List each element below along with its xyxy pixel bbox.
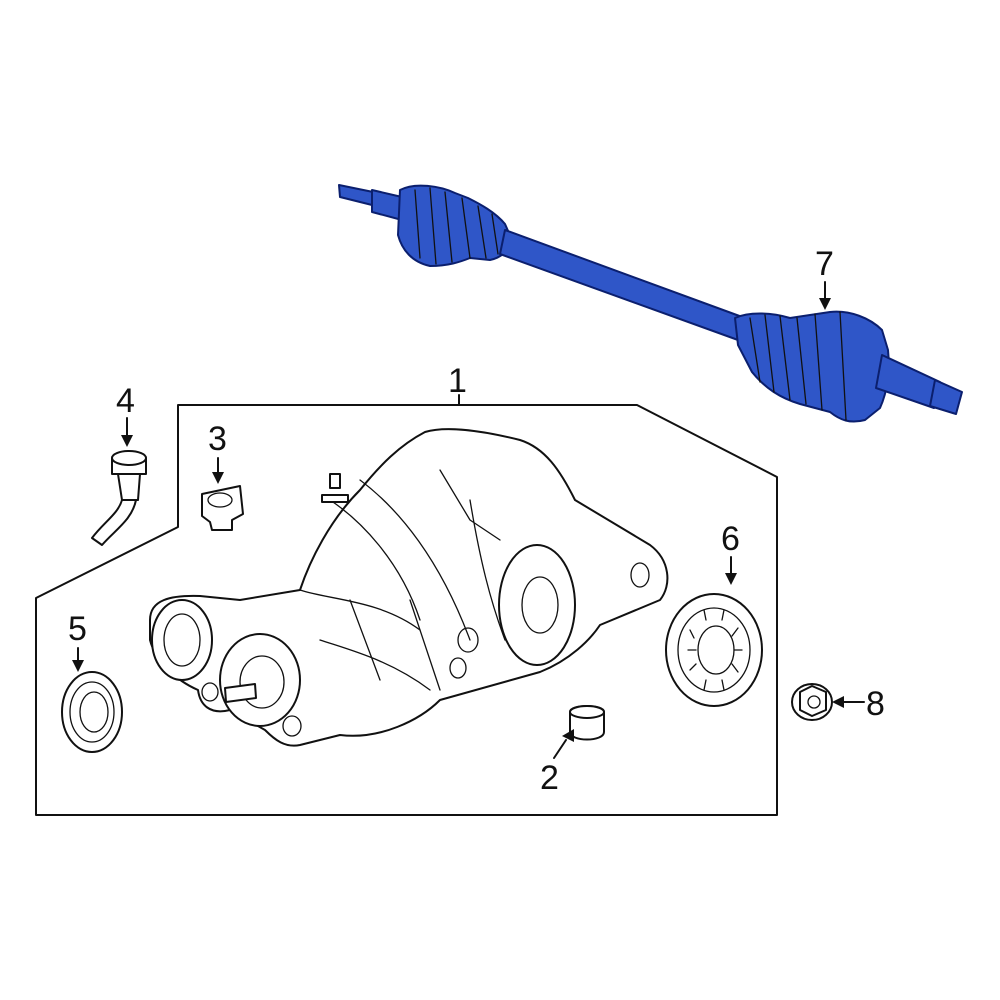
assembly-outline [35, 404, 778, 816]
axle-seal[interactable] [665, 593, 763, 707]
flange-nut[interactable] [791, 683, 833, 721]
vent-hose[interactable] [91, 450, 147, 546]
callout-2: 2 [540, 759, 559, 797]
callout-1: 1 [448, 362, 467, 400]
callout-7: 7 [815, 245, 834, 283]
callout-6: 6 [721, 520, 740, 558]
callout-4: 4 [116, 382, 135, 420]
differential-housing[interactable] [149, 428, 669, 747]
vent-clip[interactable] [201, 485, 244, 531]
callout-8: 8 [866, 685, 885, 723]
leader-lines [72, 281, 865, 759]
callout-5: 5 [68, 610, 87, 648]
callout-3: 3 [208, 420, 227, 458]
axle-shaft-part[interactable] [338, 184, 963, 423]
pinion-seal[interactable] [61, 671, 123, 753]
pinion-seal-cap[interactable] [569, 705, 605, 741]
